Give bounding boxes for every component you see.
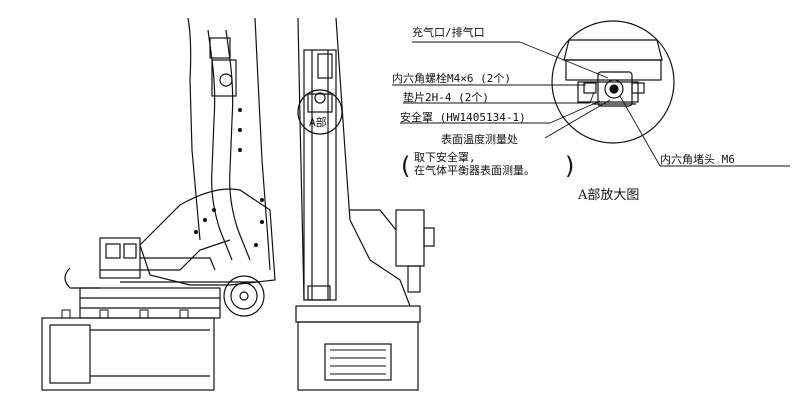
label-hex-plug: 内六角堵头 M6	[660, 153, 735, 166]
note-close-bracket: )	[565, 152, 574, 180]
leader-lines	[392, 41, 790, 167]
note-line-2: 在气体平衡器表面测量。	[414, 164, 535, 177]
note-open-bracket: (	[401, 152, 410, 180]
detail-view	[551, 20, 675, 144]
section-a-marker	[297, 89, 343, 135]
left-robot-view	[41, 17, 276, 391]
label-safety-cover: 安全罩 (HW1405134-1)	[400, 111, 526, 124]
note-line-1: 取下安全罩,	[414, 151, 476, 164]
middle-robot-view	[295, 17, 435, 391]
detail-title: A部放大图	[578, 188, 640, 203]
section-a-label: A部	[309, 116, 327, 129]
label-inflation-port: 充气口/排气口	[412, 26, 485, 39]
label-washer: 垫片2H-4 (2个)	[403, 91, 489, 104]
label-measure-point: 表面温度测量处	[441, 133, 518, 146]
label-hex-bolt: 内六角螺栓M4×6 (2个)	[392, 72, 511, 85]
